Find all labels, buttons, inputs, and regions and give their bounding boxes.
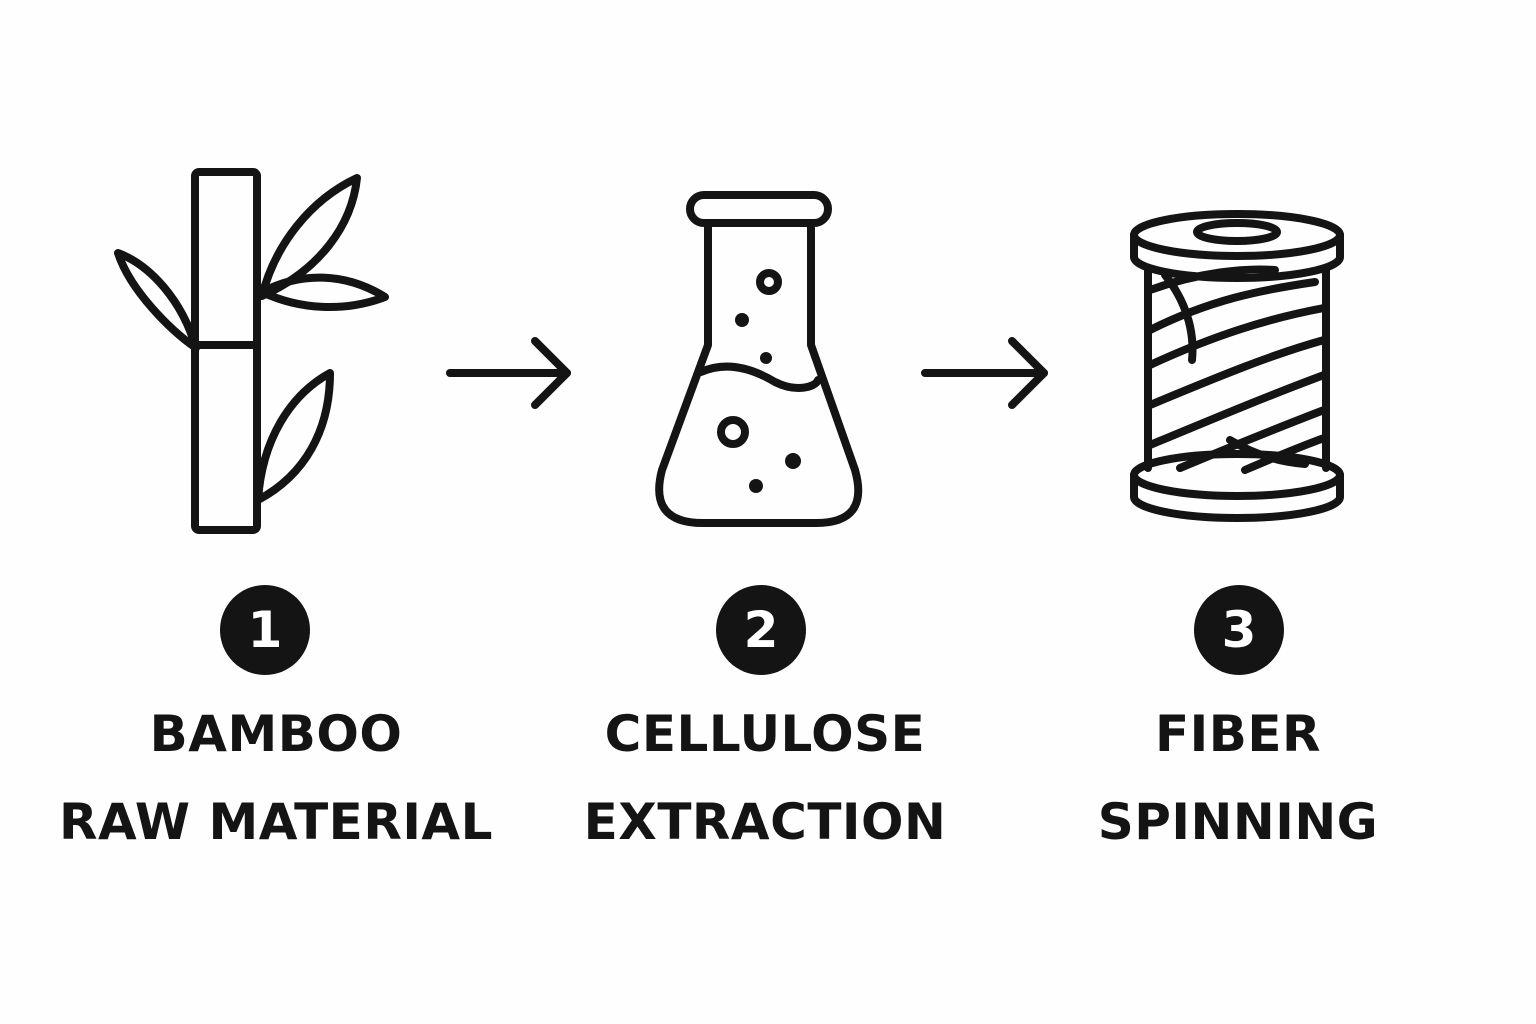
arrow-right-icon xyxy=(446,337,571,409)
step-1-label: BAMBOO RAW MATERIAL xyxy=(16,690,536,866)
step-3-number-badge: 3 xyxy=(1194,585,1284,675)
step-3-label-line2: SPINNING xyxy=(1097,793,1379,851)
arrow-right-icon xyxy=(921,337,1048,409)
step-2-label-line1: CELLULOSE xyxy=(604,705,926,763)
step-2-label: CELLULOSE EXTRACTION xyxy=(505,690,1025,866)
step-3-label: FIBER SPINNING xyxy=(978,690,1498,866)
bamboo-icon xyxy=(114,168,389,534)
step-2-label-line2: EXTRACTION xyxy=(583,793,947,851)
flask-icon xyxy=(655,191,863,527)
spool-icon xyxy=(1130,210,1344,522)
step-1-label-line2: RAW MATERIAL xyxy=(58,793,493,851)
step-1-number-badge: 1 xyxy=(220,585,310,675)
step-3-label-line1: FIBER xyxy=(1154,705,1322,763)
step-2-number-badge: 2 xyxy=(716,585,806,675)
step-1-label-line1: BAMBOO xyxy=(149,705,403,763)
bubble-dots xyxy=(735,313,801,493)
